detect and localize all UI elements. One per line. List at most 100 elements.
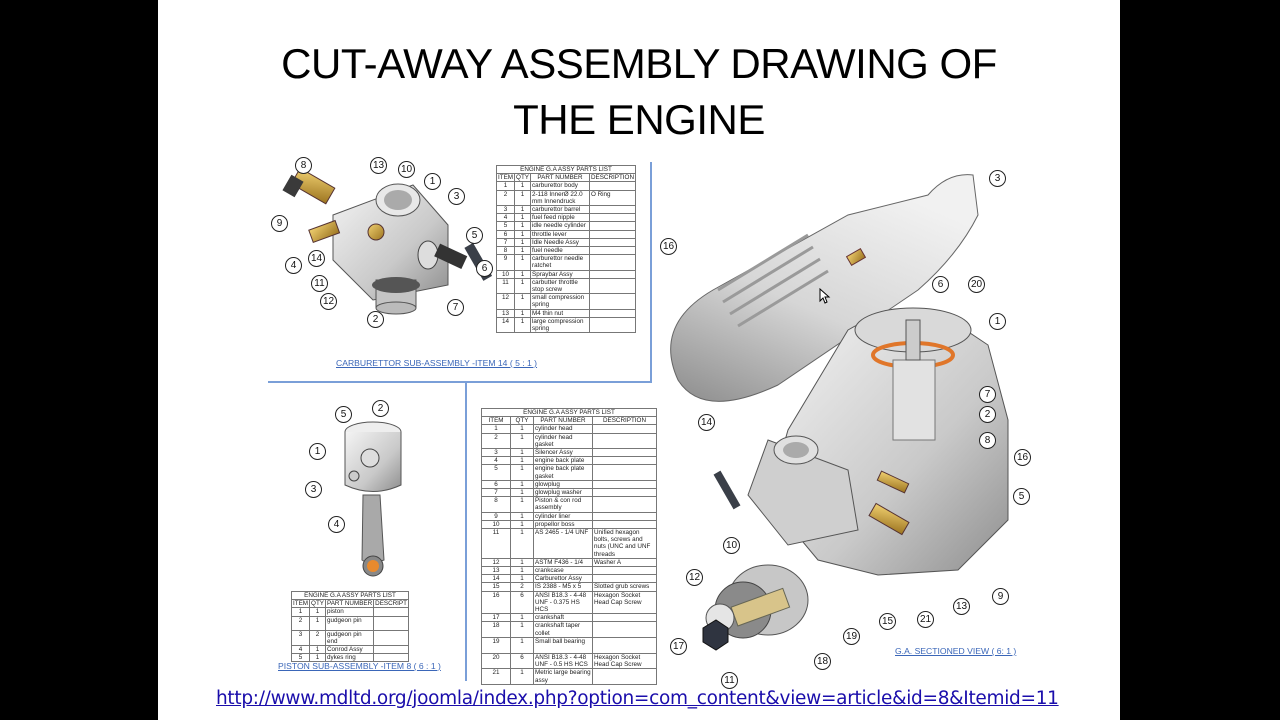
cell-item: 5 [495, 221, 516, 231]
cell-desc [588, 181, 637, 191]
source-url-link[interactable]: http://www.mdltd.org/joomla/index.php?op… [216, 688, 1059, 709]
cell-part: fuel feed nipple [530, 213, 590, 223]
cell-part: crankcase [533, 566, 593, 576]
cell-desc [373, 653, 409, 663]
cell-part: propellor boss [533, 519, 593, 530]
cell-qty: 1 [514, 237, 531, 248]
cell-desc: Hexagon Socket Head Cap Screw [592, 652, 657, 670]
cell-desc [588, 308, 637, 318]
cell-item: 3 [495, 205, 516, 215]
cell-desc [588, 229, 637, 239]
cell-qty: 1 [510, 479, 534, 490]
callout-engine-7: 7 [979, 386, 996, 403]
column-header-item: ITEM [290, 599, 311, 609]
callout-carb-13: 13 [370, 157, 387, 174]
cell-item: 6 [481, 479, 511, 490]
cell-item: 5 [290, 653, 311, 663]
cell-qty: 1 [514, 229, 531, 239]
cell-qty: 1 [510, 488, 534, 498]
cell-item: 1 [495, 181, 516, 191]
callout-carb-14: 14 [308, 250, 325, 267]
cell-qty: 1 [514, 246, 531, 256]
cell-part: Spraybar Assy [530, 269, 590, 279]
cell-qty: 1 [510, 448, 534, 458]
callout-carb-1: 1 [424, 173, 441, 190]
cell-part: carburettor needle ratchet [530, 254, 590, 271]
table-title: ENGINE G.A ASSY PARTS LIST [496, 164, 636, 175]
cell-desc [592, 456, 657, 466]
cell-qty: 1 [510, 519, 534, 530]
callout-carb-9: 9 [271, 215, 288, 232]
cell-desc [588, 277, 637, 295]
callout-carb-5: 5 [466, 227, 483, 244]
cell-qty: 2 [309, 629, 326, 647]
slide: CUT-AWAY ASSEMBLY DRAWING OF THE ENGINE [158, 0, 1120, 720]
cell-part: gudgeon pin [324, 615, 375, 631]
engine-drawing [670, 174, 1009, 651]
cell-part: ANSI B18.3 - 4-48 UNF - 0.375 HS HCS [533, 590, 593, 615]
cell-qty: 1 [514, 254, 531, 271]
cell-item: 1 [290, 607, 311, 617]
cell-part: cylinder head gasket [533, 432, 593, 450]
cell-item: 10 [495, 269, 516, 279]
cell-part: 2-118 InnerØ 22.0 mm Innendruck [530, 189, 590, 207]
column-header-qty: QTY [510, 416, 534, 426]
title-line-1: CUT-AWAY ASSEMBLY DRAWING OF [281, 40, 997, 87]
cell-qty: 2 [510, 582, 534, 592]
cell-desc [588, 221, 637, 231]
cell-item: 18 [481, 621, 511, 638]
cell-part: Small ball bearing [533, 636, 593, 654]
cell-part: carbutter throttle stop screw [530, 277, 590, 295]
cell-desc [373, 629, 409, 647]
callout-engine-11: 11 [721, 672, 738, 689]
piston-caption-link[interactable]: PISTON SUB-ASSEMBLY -ITEM 8 ( 6 : 1 ) [278, 661, 441, 671]
column-header-part-number: PART NUMBER [530, 173, 590, 183]
cell-desc [592, 621, 657, 638]
cell-item: 21 [481, 668, 511, 685]
cell-qty: 1 [510, 456, 534, 466]
callout-engine-2: 2 [979, 406, 996, 423]
callout-engine-8: 8 [979, 432, 996, 449]
cell-part: ASTM F436 - 1/4 [533, 557, 593, 568]
cell-part: small compression spring [530, 293, 590, 310]
column-header-item: ITEM [495, 173, 516, 183]
callout-carb-12: 12 [320, 293, 337, 310]
carburettor-caption-link[interactable]: CARBURETTOR SUB-ASSEMBLY -ITEM 14 ( 5 : … [336, 358, 538, 368]
cell-qty: 1 [510, 636, 534, 654]
cell-part: dykes ring [324, 653, 375, 663]
cell-qty: 1 [514, 221, 531, 231]
callout-piston-2: 2 [372, 400, 389, 417]
callout-engine-13: 13 [953, 598, 970, 615]
callout-engine-9: 9 [992, 588, 1009, 605]
cell-part: AS 2465 - 1/4 UNF [533, 528, 593, 559]
cell-desc: Hexagon Socket Head Cap Screw [592, 590, 657, 615]
callout-engine-17: 17 [670, 638, 687, 655]
cell-qty: 1 [510, 496, 534, 513]
cell-item: 17 [481, 613, 511, 623]
callout-engine-20: 20 [968, 276, 985, 293]
cell-item: 11 [481, 528, 511, 559]
cell-desc [588, 205, 637, 215]
cell-qty: 1 [510, 621, 534, 638]
carburettor-parts-table: ENGINE G.A ASSY PARTS LIST ITEM QTY PART… [495, 164, 637, 334]
callout-engine-21: 21 [917, 611, 934, 628]
cell-part: Silencer Assy [533, 448, 593, 458]
cell-qty: 1 [510, 464, 534, 481]
callout-piston-4: 4 [328, 516, 345, 533]
cell-part: piston [324, 607, 375, 617]
frame-divider-right [650, 162, 652, 382]
cell-desc [588, 316, 637, 334]
engine-caption-link[interactable]: G.A. SECTIONED VIEW ( 6: 1 ) [895, 646, 1017, 656]
cell-desc [588, 237, 637, 248]
cell-desc [592, 488, 657, 498]
cell-qty: 1 [514, 213, 531, 223]
callout-piston-5: 5 [335, 406, 352, 423]
cell-item: 7 [495, 237, 516, 248]
